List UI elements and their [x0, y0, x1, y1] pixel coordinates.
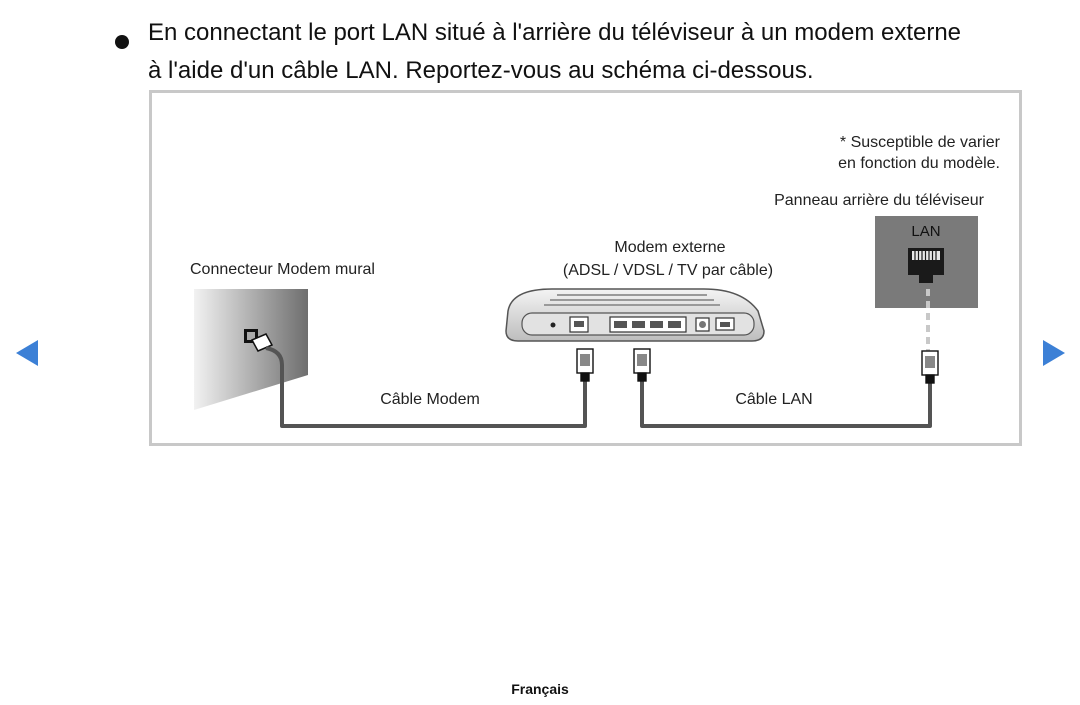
rj45-plug-icon — [633, 348, 651, 382]
wall-outlet — [194, 289, 308, 410]
modem-label-line-2: (ADSL / VDSL / TV par câble) — [563, 262, 773, 279]
lan-port-icon — [908, 248, 944, 283]
model-note-line-1: * Susceptible de varier — [840, 134, 1001, 151]
modem-cable — [265, 346, 587, 428]
bullet-line-2: à l'aide d'un câble LAN. Reportez-vous a… — [148, 57, 814, 84]
tv-back-panel: LAN — [875, 216, 978, 308]
modem-label-line-1: Modem externe — [614, 239, 725, 256]
previous-page-arrow-icon[interactable] — [16, 340, 38, 366]
diagram-frame: * Susceptible de varier en fonction du m… — [149, 90, 1022, 446]
external-modem-device — [505, 288, 765, 342]
cable-modem-label: Câble Modem — [380, 391, 480, 408]
model-note-line-2: en fonction du modèle. — [838, 155, 1000, 172]
rj45-plug-icon — [921, 350, 939, 384]
rj45-plug-icon — [576, 348, 594, 382]
lan-port-label: LAN — [911, 223, 940, 240]
footer-language: Français — [511, 681, 569, 697]
tv-panel-label: Panneau arrière du téléviseur — [774, 192, 985, 209]
connection-diagram: * Susceptible de varier en fonction du m… — [190, 134, 1001, 428]
cable-lan-label: Câble LAN — [735, 391, 812, 408]
bullet-line-1: En connectant le port LAN situé à l'arri… — [148, 19, 962, 46]
wall-connector-label: Connecteur Modem mural — [190, 261, 375, 278]
next-page-arrow-icon[interactable] — [1043, 340, 1065, 366]
bullet-dot — [115, 35, 129, 49]
bullet-text: En connectant le port LAN situé à l'arri… — [148, 14, 1048, 90]
lan-cable — [640, 381, 932, 428]
